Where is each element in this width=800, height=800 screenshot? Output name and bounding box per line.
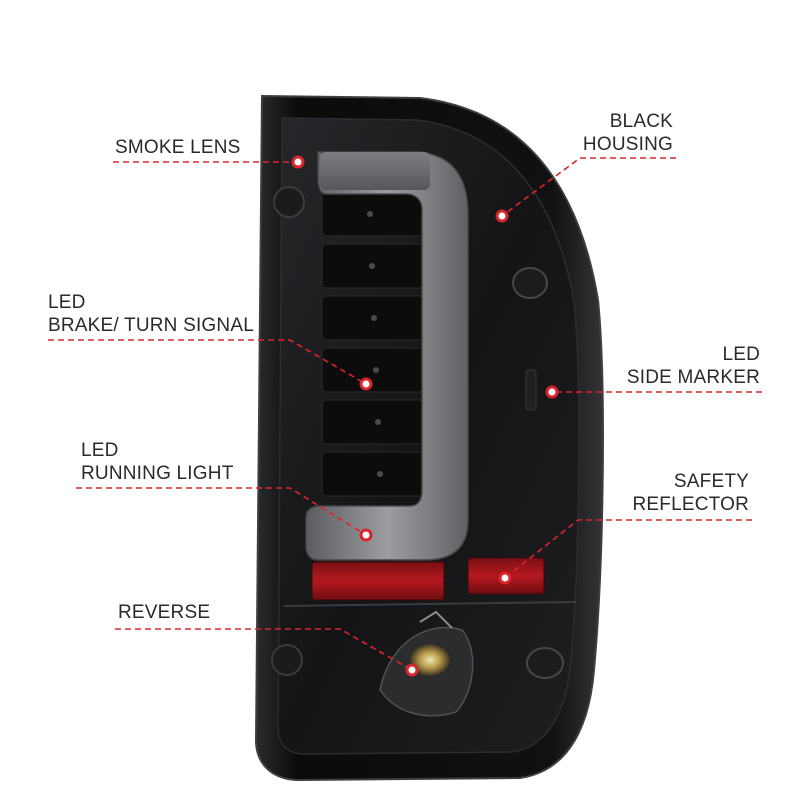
label-safety-reflector-line1: SAFETY <box>673 471 749 492</box>
side-marker-slot <box>525 369 537 411</box>
dot-reverse <box>405 663 419 677</box>
label-led-running-light: LED RUNNING LIGHT <box>81 439 234 485</box>
label-black-housing-line2: HOUSING <box>582 134 673 155</box>
dot-safety-reflector <box>498 571 512 585</box>
led-chambers <box>321 191 433 497</box>
line-safety-reflector <box>504 519 752 579</box>
safety-reflector-left <box>311 561 445 601</box>
line-reverse <box>115 628 413 671</box>
label-black-housing-line1: BLACK <box>609 111 673 132</box>
led-running-light-bar <box>305 151 469 561</box>
dot-led-side-marker <box>545 385 559 399</box>
label-safety-reflector: SAFETY REFLECTOR <box>632 470 749 516</box>
dot-black-housing <box>495 209 509 223</box>
line-led-running-light <box>76 487 367 536</box>
label-black-housing: BLACK HOUSING <box>583 110 673 156</box>
label-led-brake-turn-line2: BRAKE/ TURN SIGNAL <box>48 315 254 336</box>
label-reverse: REVERSE <box>118 601 210 624</box>
mount-boss-bottom <box>271 644 303 676</box>
label-safety-reflector-line2: REFLECTOR <box>632 494 749 515</box>
light-bar-top-highlight <box>320 152 430 190</box>
label-led-running-light-line2: RUNNING LIGHT <box>81 463 234 484</box>
mount-boss-top <box>273 186 305 218</box>
dot-led-running-light <box>359 528 373 542</box>
callout-lines <box>48 157 762 671</box>
reflector-divider <box>283 601 577 607</box>
dot-smoke-lens <box>291 155 305 169</box>
label-reverse-line1: REVERSE <box>118 602 211 623</box>
side-boss-bottom <box>526 647 564 679</box>
label-smoke-lens: SMOKE LENS <box>115 136 241 159</box>
line-led-brake-turn <box>48 339 367 385</box>
label-led-side-marker-line1: LED <box>722 344 760 365</box>
label-led-brake-turn: LED BRAKE/ TURN SIGNAL <box>48 291 254 337</box>
side-boss-top <box>512 267 548 299</box>
callout-dots <box>291 155 559 677</box>
reverse-bulb <box>379 610 474 717</box>
label-smoke-lens-line1: SMOKE LENS <box>115 137 241 158</box>
line-black-housing <box>501 157 676 217</box>
dot-led-brake-turn <box>359 377 373 391</box>
label-led-running-light-line1: LED <box>81 440 119 461</box>
label-led-side-marker: LED SIDE MARKER <box>627 343 760 389</box>
label-led-brake-turn-line1: LED <box>48 292 86 313</box>
label-led-side-marker-line2: SIDE MARKER <box>626 367 760 388</box>
